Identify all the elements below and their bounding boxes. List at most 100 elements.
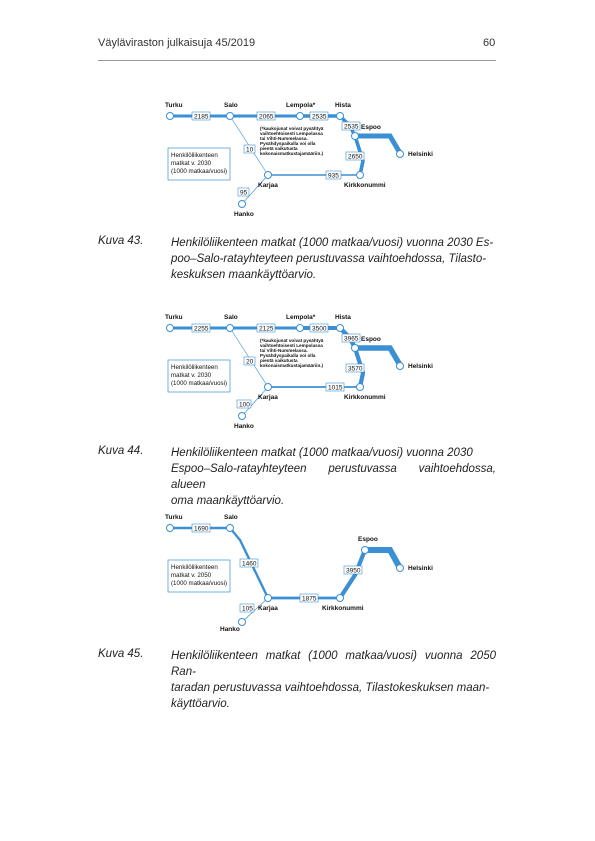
value-box bbox=[243, 356, 256, 366]
station-label-salo: Salo bbox=[224, 102, 238, 109]
legend-box bbox=[167, 559, 231, 593]
note-line: Pysähdyspaikalla voi olla bbox=[260, 141, 316, 146]
caption-line: keskuksen maankäyttöarvio. bbox=[171, 269, 317, 281]
caption-line: Henkilöliikenteen matkat (1000 matkaa/vu… bbox=[171, 650, 496, 678]
node-turku bbox=[166, 324, 174, 332]
station-label-kirkkonummi: Kirkkonummi bbox=[322, 605, 364, 612]
page-number: 60 bbox=[483, 37, 496, 49]
station-label-turku: Turku bbox=[165, 514, 183, 521]
caption-line: Espoo–Salo-ratayhteyteen perustuvassa va… bbox=[171, 463, 496, 491]
node-turku bbox=[166, 524, 174, 532]
station-label-espoo: Espoo bbox=[361, 336, 381, 343]
value-salo-karjaa: 10 bbox=[246, 146, 254, 153]
node-espoo bbox=[361, 546, 369, 554]
value-box bbox=[343, 565, 363, 575]
station-label-hista: Hista bbox=[335, 102, 351, 109]
header-divider bbox=[98, 60, 496, 61]
value-kirkkonummi-espoo: 3950 bbox=[346, 567, 361, 574]
value-box bbox=[341, 333, 361, 343]
node-salo bbox=[226, 324, 234, 332]
note-line: vaihtoehtoisesti Lempolassa bbox=[260, 343, 323, 348]
value-box bbox=[191, 111, 211, 121]
figure-45-network-diagram: Turku Salo Espoo Helsinki Karjaa Kirkkon… bbox=[160, 510, 433, 633]
value-box bbox=[239, 558, 259, 568]
value-karjaa-kirkkonummi: 1875 bbox=[302, 595, 317, 602]
value-box bbox=[325, 170, 342, 180]
value-hista-espoo: 3965 bbox=[344, 335, 359, 342]
node-karjaa bbox=[264, 171, 272, 179]
value-box bbox=[309, 323, 329, 333]
figure-43-number: Kuva 43. bbox=[98, 235, 144, 247]
note-line: (*kaukojunat voivat pysähtyä bbox=[260, 126, 324, 131]
legend-line: Henkilöliikenteen bbox=[171, 364, 218, 371]
value-karjaa-kirkkonummi: 1015 bbox=[328, 384, 343, 391]
station-label-karjaa: Karjaa bbox=[258, 605, 278, 612]
value-box bbox=[325, 382, 345, 392]
value-turku-salo: 2185 bbox=[194, 113, 209, 120]
value-box bbox=[237, 187, 250, 197]
legend-line: Henkilöliikenteen bbox=[171, 564, 218, 571]
note-line: kokonaismatkustajamääriin.) bbox=[260, 151, 324, 156]
value-box bbox=[345, 363, 365, 373]
figure-44-network-diagram: Turku Salo Lempola* Hista Espoo Helsinki… bbox=[160, 310, 433, 430]
value-kirkkonummi-espoo: 3570 bbox=[348, 365, 363, 372]
node-hanko bbox=[238, 412, 246, 420]
value-box bbox=[191, 523, 211, 533]
figure-45-svg: Turku Salo Espoo Helsinki Karjaa Kirkkon… bbox=[165, 514, 433, 633]
node-helsinki bbox=[396, 564, 404, 572]
node-hanko bbox=[238, 618, 246, 626]
note-line: pientä vaikutusta bbox=[260, 358, 298, 363]
value-box bbox=[191, 323, 211, 333]
station-label-helsinki: Helsinki bbox=[408, 363, 433, 370]
legend-box bbox=[167, 359, 231, 393]
station-label-salo: Salo bbox=[224, 514, 238, 521]
node-hista bbox=[336, 112, 344, 120]
node-hista bbox=[336, 324, 344, 332]
line-espoo-helsinki bbox=[365, 547, 403, 570]
figure-44-number: Kuva 44. bbox=[98, 445, 144, 457]
running-header-title: Väyläviraston julkaisuja 45/2019 bbox=[98, 37, 256, 49]
figure-43-network-diagram: Turku Salo Lempola* Hista Espoo Helsinki… bbox=[160, 98, 433, 218]
caption-line: Henkilöliikenteen matkat (1000 matkaa/vu… bbox=[171, 447, 473, 459]
station-label-kirkkonummi: Kirkkonummi bbox=[344, 182, 386, 189]
note-line: kokonaismatkustajamääriin.) bbox=[260, 363, 324, 368]
legend-line: (1000 matkaa/vuosi) bbox=[171, 380, 227, 387]
station-label-hanko: Hanko bbox=[234, 211, 254, 218]
node-turku bbox=[166, 112, 174, 120]
legend-line: matkat v. 2030 bbox=[171, 372, 212, 379]
station-label-hista: Hista bbox=[335, 314, 351, 321]
note-line: (*kaukojunat voivat pysähtyä bbox=[260, 338, 324, 343]
value-box bbox=[256, 111, 276, 121]
node-salo bbox=[226, 112, 234, 120]
caption-line: käyttöarvio. bbox=[171, 698, 230, 710]
figure-43-caption: Henkilöliikenteen matkat (1000 matkaa/vu… bbox=[171, 235, 496, 283]
station-label-hanko: Hanko bbox=[220, 626, 240, 633]
station-label-espoo: Espoo bbox=[358, 536, 378, 543]
value-kirkkonummi-espoo: 2650 bbox=[348, 153, 363, 160]
value-lempola-hista: 2535 bbox=[312, 113, 327, 120]
figure-43-svg: Turku Salo Lempola* Hista Espoo Helsinki… bbox=[165, 102, 433, 218]
legend-box bbox=[167, 147, 231, 181]
station-label-hanko: Hanko bbox=[234, 423, 254, 430]
figure-44-svg: Turku Salo Lempola* Hista Espoo Helsinki… bbox=[165, 314, 433, 430]
value-box bbox=[239, 603, 255, 613]
node-helsinki bbox=[396, 362, 404, 370]
value-salo-karjaa: 20 bbox=[246, 358, 254, 365]
station-label-salo: Salo bbox=[224, 314, 238, 321]
line-kirkkonummi-espoo bbox=[353, 135, 365, 176]
station-label-karjaa: Karjaa bbox=[258, 394, 278, 401]
figure-45-number: Kuva 45. bbox=[98, 648, 144, 660]
station-label-espoo: Espoo bbox=[361, 124, 381, 131]
station-label-turku: Turku bbox=[165, 102, 183, 109]
node-espoo bbox=[351, 344, 359, 352]
value-box bbox=[256, 323, 276, 333]
value-turku-salo: 2255 bbox=[194, 325, 209, 332]
value-hanko-karjaa: 95 bbox=[240, 189, 248, 196]
line-kirkkonummi-espoo bbox=[338, 549, 367, 600]
note-line: tai Vihti-Nummelassa. bbox=[260, 348, 308, 353]
station-label-karjaa: Karjaa bbox=[258, 182, 278, 189]
value-turku-salo: 1690 bbox=[194, 525, 209, 532]
caption-line: taradan perustuvassa vaihtoehdossa, Tila… bbox=[171, 682, 490, 694]
node-helsinki bbox=[396, 150, 404, 158]
legend-line: matkat v. 2050 bbox=[171, 572, 212, 579]
